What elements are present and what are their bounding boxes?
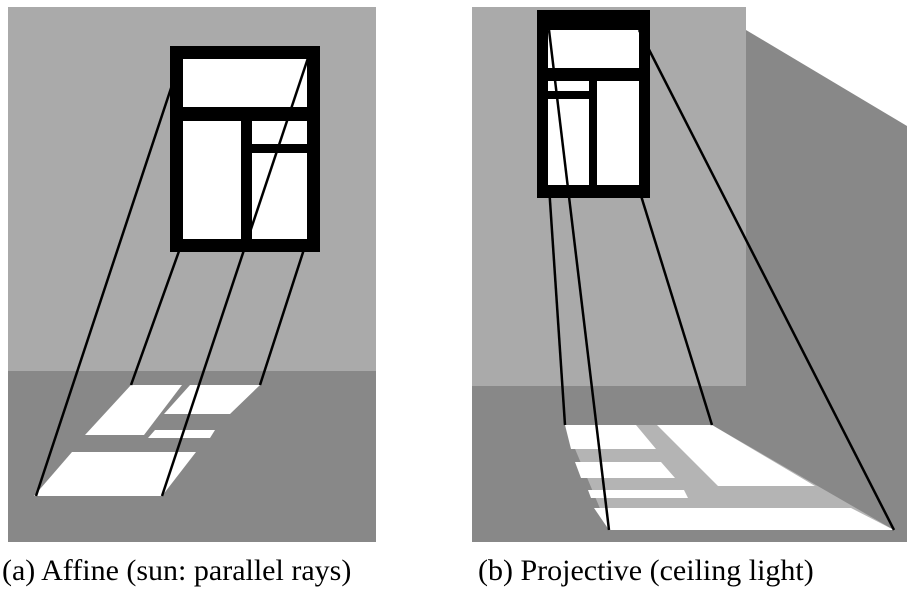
window-pane-top-a: [183, 59, 307, 107]
patch-mid-left-b: [575, 462, 675, 478]
ray-a-3: [129, 239, 185, 386]
patch-mid-band-b: [588, 490, 688, 498]
patch-bottom-a: [34, 452, 196, 496]
patch-top-left-a: [85, 385, 182, 435]
caption-affine: (a) Affine (sun: parallel rays): [2, 554, 352, 587]
ray-b-4: [636, 185, 714, 426]
ray-a-4: [258, 239, 309, 386]
ray-a-2: [160, 57, 310, 497]
window-pane-top-b: [548, 30, 639, 68]
window-pane-left-bottom-b: [548, 99, 589, 185]
window-pane-right-b: [597, 81, 639, 185]
window-pane-right-top-a: [252, 121, 307, 144]
ray-b-1: [547, 29, 611, 531]
ray-a-1: [34, 57, 183, 497]
side-wall-b: [746, 30, 907, 386]
window-b: [537, 10, 650, 198]
caption-projective: (b) Projective (ceiling light): [478, 554, 814, 587]
panel-projective: [472, 7, 907, 542]
window-pane-left-a: [183, 121, 241, 239]
window-pane-left-top-b: [548, 81, 589, 91]
ray-b-3: [547, 185, 567, 426]
patch-bottom-b: [594, 508, 894, 530]
window-a: [170, 46, 320, 252]
patch-top-right-b: [657, 425, 815, 486]
ray-b-2: [637, 29, 896, 531]
rays-a: [34, 57, 310, 497]
light-patch-b: [565, 425, 894, 530]
patch-top-left-b: [565, 425, 656, 449]
patch-top-right-a: [164, 385, 260, 414]
panel-affine: [8, 7, 376, 542]
rays-b: [547, 29, 896, 531]
window-pane-right-bottom-a: [252, 153, 307, 239]
